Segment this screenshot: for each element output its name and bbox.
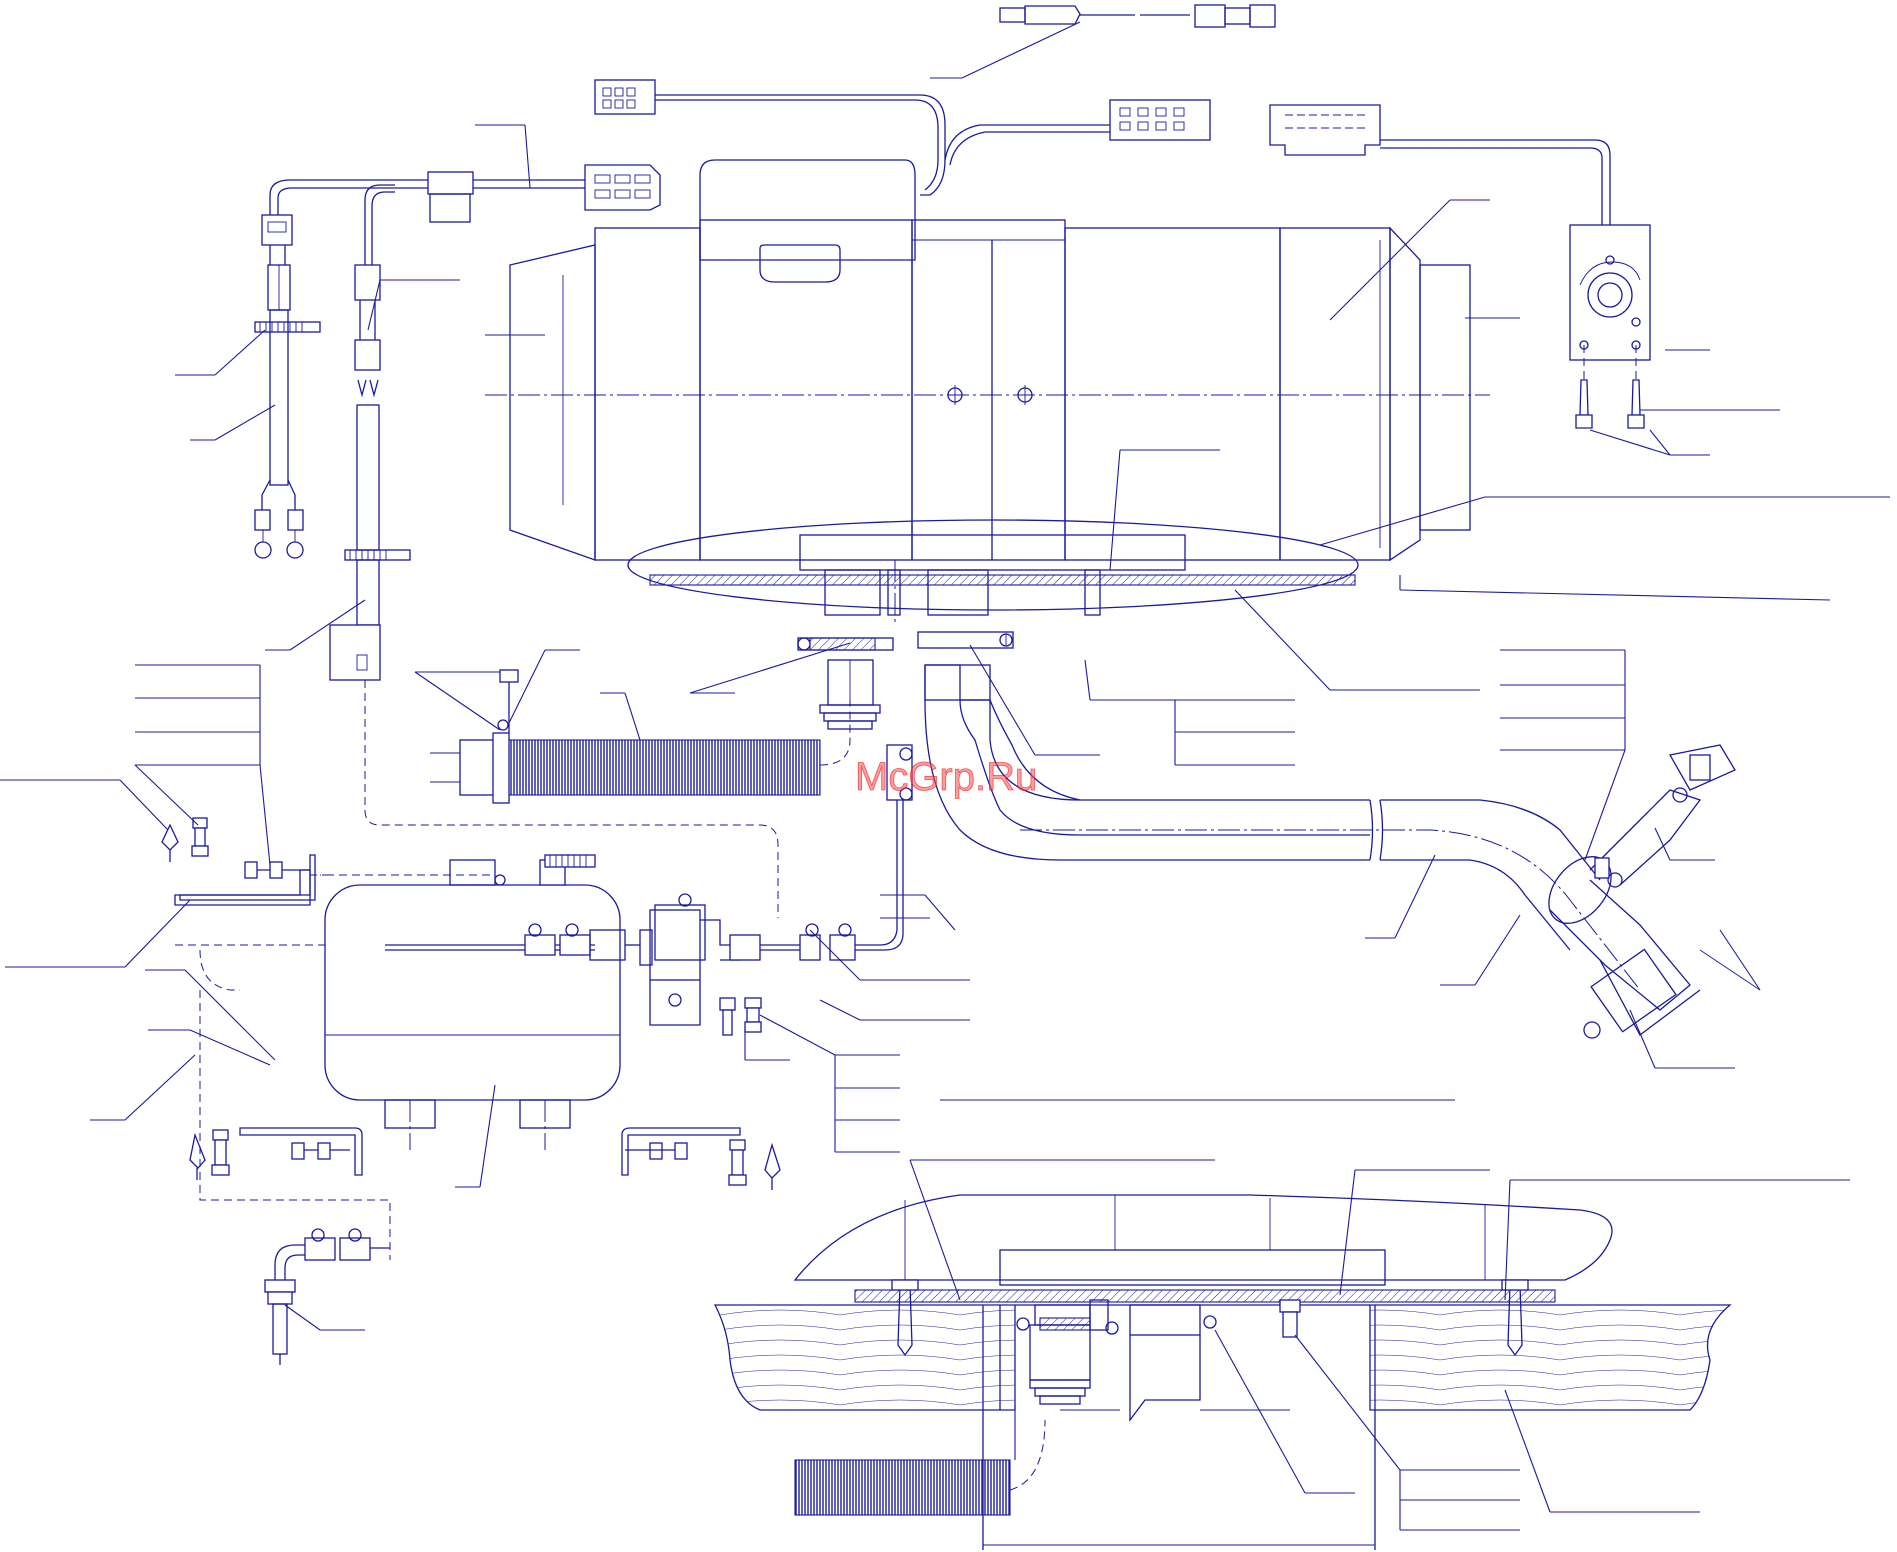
fuel-pump-line <box>175 744 913 1026</box>
leader-lines <box>0 21 1890 1531</box>
control-panel <box>1569 224 1651 429</box>
fuel-intake <box>199 990 391 1365</box>
wiring-harness <box>254 4 1611 918</box>
fuel-tank <box>174 854 621 1150</box>
watermark-text: McGrp.Ru <box>855 755 1037 799</box>
corrugated-air-hose <box>430 669 851 804</box>
exhaust-pipe <box>917 631 1761 1039</box>
heater-unit <box>485 159 1490 625</box>
air-intake-silencer <box>797 637 894 730</box>
mounting-section-view <box>713 1194 1732 1550</box>
fasteners <box>161 817 781 1190</box>
